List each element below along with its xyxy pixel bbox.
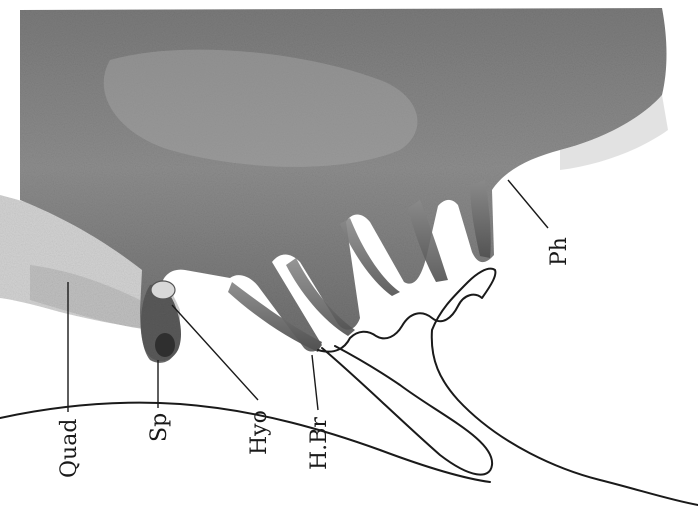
label-quad: Quad [57,419,82,478]
pharynx-floor-outline [318,269,698,505]
hyobranchial-loop [322,346,492,475]
leader-hbr [312,355,318,410]
label-ph: Ph [547,237,572,266]
leader-hyo [172,305,258,400]
label-sp: Sp [147,413,172,442]
label-hyo: Hyo [247,410,272,455]
label-hbr: H.Br [307,417,332,470]
spiracle-opening [151,281,175,299]
leader-ph [508,180,548,228]
spiracle-dark-tip [155,333,175,357]
